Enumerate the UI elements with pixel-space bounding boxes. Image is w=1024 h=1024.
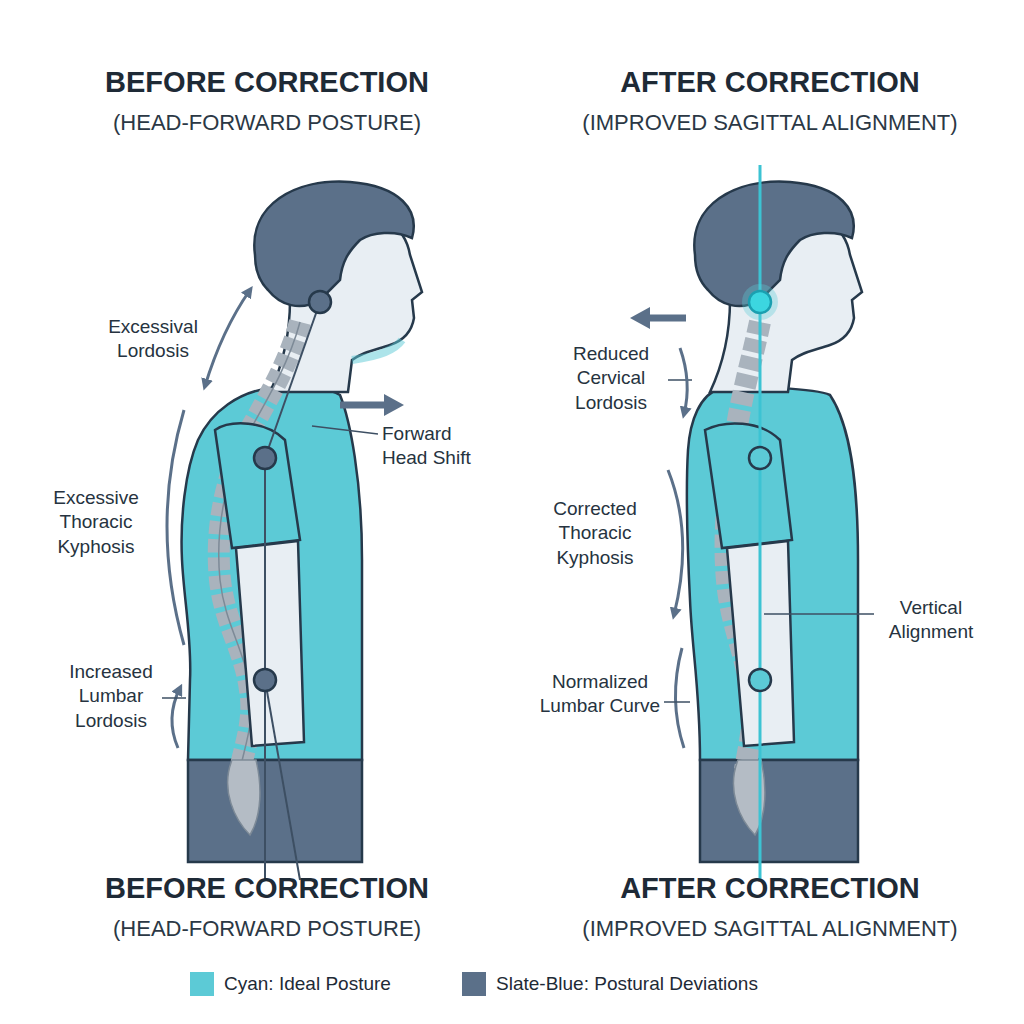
panel-heading: AFTER CORRECTION bbox=[520, 870, 1020, 907]
sleeve bbox=[705, 423, 792, 548]
annotation-label: Normalized Lumbar Curve bbox=[536, 670, 664, 719]
curve-arrow bbox=[680, 348, 687, 414]
leader-line bbox=[312, 426, 378, 434]
vertical-plumb-line bbox=[759, 165, 762, 880]
shift-arrowhead bbox=[630, 307, 650, 329]
shift-arrow bbox=[648, 315, 686, 322]
annotation-label: Excessive Thoracic Kyphosis bbox=[36, 486, 156, 559]
alignment-line bbox=[265, 302, 320, 458]
legend-swatch bbox=[190, 972, 214, 996]
shift-arrow bbox=[340, 402, 386, 409]
hair bbox=[694, 182, 853, 306]
neck-shade bbox=[352, 340, 402, 360]
leader-line bbox=[664, 701, 690, 703]
panel-subheading: (HEAD-FORWARD POSTURE) bbox=[17, 915, 517, 943]
panel-heading: AFTER CORRECTION bbox=[520, 64, 1020, 101]
ear-marker bbox=[749, 291, 771, 313]
annotation-label: Vertical Alignment bbox=[876, 596, 986, 645]
annotation-label: Corrected Thoracic Kyphosis bbox=[536, 497, 654, 570]
legend-item: Cyan: Ideal Posture bbox=[190, 972, 391, 996]
sacrum bbox=[228, 760, 260, 835]
shirt-torso bbox=[687, 387, 858, 760]
shift-arrowhead bbox=[384, 394, 404, 416]
shirt-torso bbox=[182, 387, 362, 760]
alignment-line bbox=[265, 680, 300, 880]
pants bbox=[700, 760, 858, 862]
panel-heading: BEFORE CORRECTION bbox=[17, 870, 517, 907]
panel-subheading: (IMPROVED SAGITTAL ALIGNMENT) bbox=[520, 915, 1020, 943]
legend-swatch bbox=[462, 972, 486, 996]
hair bbox=[254, 182, 413, 306]
leader-line bbox=[764, 613, 874, 615]
annotation-label: Forward Head Shift bbox=[382, 422, 502, 471]
shoulder-marker bbox=[254, 447, 276, 469]
legend-label: Cyan: Ideal Posture bbox=[224, 973, 391, 995]
hip-marker bbox=[749, 669, 771, 691]
panel-subheading: (IMPROVED SAGITTAL ALIGNMENT) bbox=[520, 109, 1020, 137]
curve-arrow bbox=[668, 470, 683, 615]
curve-arrow bbox=[205, 290, 250, 386]
ear-glow bbox=[742, 284, 778, 320]
back-curve bbox=[167, 410, 184, 645]
sleeve bbox=[215, 423, 300, 548]
legend-label: Slate-Blue: Postural Deviations bbox=[496, 973, 758, 995]
pants bbox=[188, 760, 362, 862]
shoulder-marker bbox=[749, 447, 771, 469]
annotation-label: Excessival Lordosis bbox=[92, 315, 214, 364]
ear-marker bbox=[309, 291, 331, 313]
panel-subheading: (HEAD-FORWARD POSTURE) bbox=[17, 109, 517, 137]
annotation-label: Reduced Cervical Lordosis bbox=[552, 342, 670, 415]
arm bbox=[236, 541, 304, 746]
curve-line bbox=[675, 648, 684, 748]
annotation-label: Increased Lumbar Lordosis bbox=[52, 660, 170, 733]
curve-arrow bbox=[172, 688, 180, 748]
leader-line bbox=[162, 697, 186, 699]
hip-marker bbox=[254, 669, 276, 691]
panel-heading: BEFORE CORRECTION bbox=[17, 64, 517, 101]
legend-item: Slate-Blue: Postural Deviations bbox=[462, 972, 758, 996]
